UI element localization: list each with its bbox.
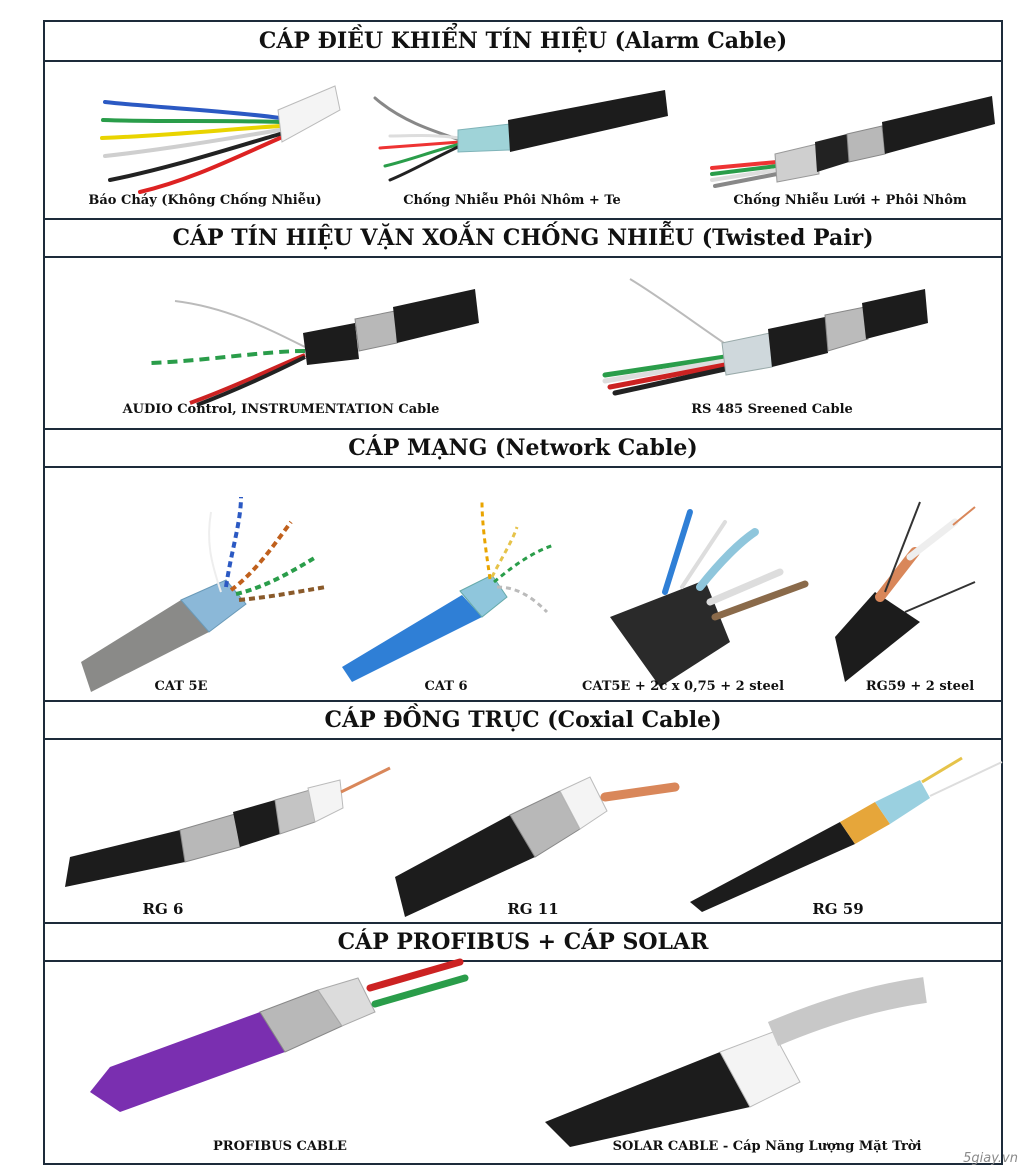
rg11-cable-image (395, 776, 680, 917)
caption-rg59-steel: RG59 + 2 steel (865, 679, 975, 694)
section-title-coaxial-cable: CÁP ĐỒNG TRỤC (Coxial Cable) (45, 700, 1001, 740)
watermark: 5giay.vn (963, 1151, 1018, 1166)
solar-cable-image (545, 977, 927, 1147)
caption-rg6: RG 6 (142, 900, 184, 918)
cat5e-cable-image (81, 496, 327, 692)
caption-braid-shield: Chống Nhiễu Lưới + Phôi Nhôm (733, 193, 967, 208)
rs485-cable-image (602, 278, 928, 396)
section-title-alarm-cable: CÁP ĐIỀU KHIỂN TÍN HIỆU (Alarm Cable) (45, 22, 1001, 62)
braid-shield-cable-image (710, 96, 995, 188)
rg59-cable-image (690, 756, 1003, 912)
section-title-twisted-pair: CÁP TÍN HIỆU VẶN XOẮN CHỐNG NHIỄU (Twist… (45, 218, 1001, 258)
caption-profibus: PROFIBUS CABLE (213, 1139, 347, 1154)
caption-cat6: CAT 6 (424, 679, 468, 694)
section-title-profibus-solar: CÁP PROFIBUS + CÁP SOLAR (45, 922, 1001, 962)
caption-audio-instrumentation: AUDIO Control, INSTRUMENTATION Cable (122, 402, 440, 417)
section-title-network-cable: CÁP MẠNG (Network Cable) (45, 428, 1001, 468)
caption-rg11: RG 11 (507, 900, 559, 918)
alarm-cable-image (100, 85, 341, 194)
caption-fire-alarm: Báo Cháy (Không Chống Nhiễu) (88, 193, 322, 208)
cat5e-power-steel-cable-image (610, 509, 809, 687)
caption-rs485: RS 485 Sreened Cable (691, 402, 853, 417)
caption-cat5e: CAT 5E (154, 679, 208, 694)
caption-cat5e-steel: CAT5E + 2c x 0,75 + 2 steel (581, 679, 785, 694)
aluminium-shield-cable-image (373, 90, 668, 182)
caption-aluminium-shield: Chống Nhiễu Phôi Nhôm + Te (403, 193, 621, 208)
instrumentation-cable-image (149, 289, 479, 407)
rg59-steel-cable-image (835, 501, 976, 682)
cat6-cable-image (342, 501, 555, 682)
rg6-cable-image (65, 766, 391, 887)
caption-solar: SOLAR CABLE - Cáp Năng Lượng Mặt Trời (612, 1139, 922, 1154)
caption-rg59: RG 59 (812, 900, 864, 918)
cable-catalog-sheet: CÁP ĐIỀU KHIỂN TÍN HIỆU (Alarm Cable) Bá… (43, 20, 1003, 1165)
profibus-cable-image (90, 958, 469, 1112)
